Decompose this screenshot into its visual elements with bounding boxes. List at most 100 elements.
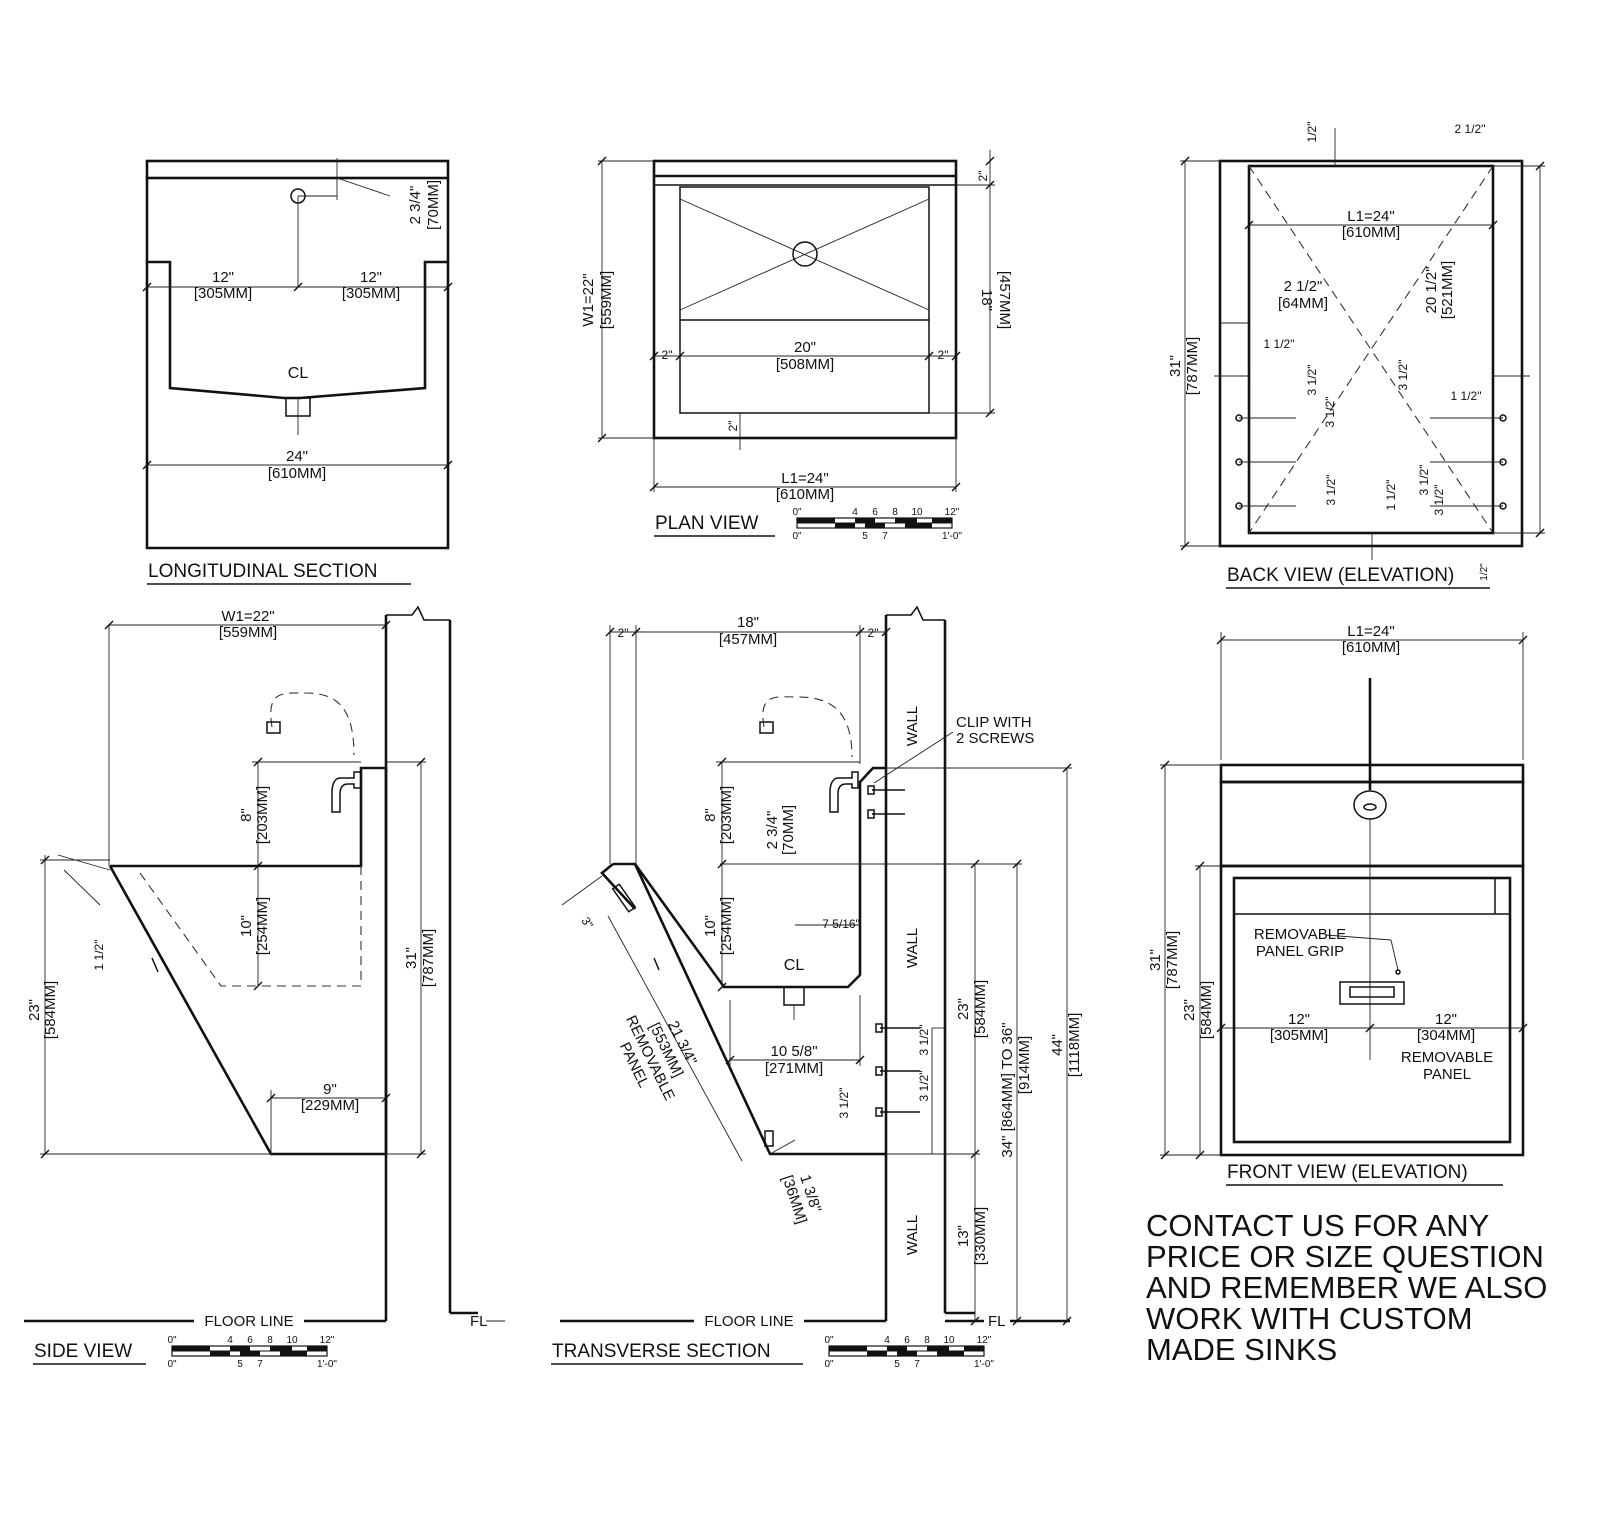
front-top-rim — [1219, 763, 1525, 784]
back-l1-dim-mm: [610MM] — [1342, 224, 1400, 241]
plan-w1-dim-mm: [559MM] — [598, 271, 615, 329]
back-31-dim-mm: [787MM] — [1184, 337, 1201, 395]
transverse-13-dim-mm: [330MM] — [972, 1207, 989, 1265]
side-10-dim-mm: [254MM] — [254, 897, 271, 955]
scale-bar-bottom-label: 7 — [914, 1359, 920, 1370]
side-1-half-dim: 1 1/2" — [92, 940, 106, 971]
contact-line: MADE SINKS — [1146, 1332, 1338, 1367]
transverse-8-dim-mm: [203MM] — [718, 786, 735, 844]
scale-bar-bottom-label: 0" — [824, 1359, 834, 1370]
contact-note: CONTACT US FOR ANY PRICE OR SIZE QUESTIO… — [1146, 1210, 1586, 1365]
side-10-dim: 10" — [238, 915, 255, 937]
screw-spacing-dim-2: 3 1/2" — [917, 1071, 931, 1102]
scale-bar-bottom-label: 5 — [862, 531, 868, 542]
front-31-dim: 31" — [1147, 949, 1164, 971]
back-spacing-dim-4: 3 1/2" — [1396, 360, 1410, 391]
back-spacing-dim-6: 3 1/2" — [1432, 485, 1446, 516]
front-l1-dim: L1=24" — [1347, 623, 1394, 640]
height-range-dim: 34" [864MM] TO 36" — [999, 1022, 1016, 1157]
front-backsplash — [1219, 780, 1525, 868]
contact-line: AND REMEMBER WE ALSO — [1146, 1270, 1548, 1305]
side-8-dim: 8" — [238, 808, 255, 822]
longitudinal-depth-dim: 2 3/4" — [407, 186, 424, 225]
scale-bar-top-label: 0" — [824, 1335, 834, 1346]
scale-bar-top-label: 4 — [884, 1335, 890, 1346]
panel-grip-label-2: PANEL GRIP — [1256, 943, 1344, 960]
transverse-18-dim: 18" — [737, 614, 759, 631]
transverse-3-dim: 3" — [579, 914, 597, 931]
scale-bar-segment — [855, 518, 875, 523]
scale-bar-segment — [937, 1351, 964, 1356]
scale-bar-segment — [964, 1346, 984, 1351]
scale-bar-top-label: 10 — [943, 1335, 955, 1346]
transverse-centerline-symbol: CL — [784, 957, 805, 974]
back-spacing-dim-2: 3 1/2" — [1323, 397, 1337, 428]
transverse-1058-dim: 10 5/8" — [770, 1043, 817, 1060]
scale-bar-segment — [865, 523, 885, 528]
plan-20-dim: 20" — [794, 339, 816, 356]
transverse-1058-dim-mm: [271MM] — [765, 1060, 823, 1077]
scale-bar-top-label: 0" — [792, 507, 802, 518]
back-left-dim-mm: [64MM] — [1278, 295, 1328, 312]
front-23-dim: 23" — [1181, 999, 1198, 1021]
back-outer-outline — [1218, 159, 1524, 548]
plan-l1-dim-mm: [610MM] — [776, 486, 834, 503]
back-31-dim: 31" — [1167, 355, 1184, 377]
longitudinal-width-dim: 24" — [286, 448, 308, 465]
scale-bar-top-label: 8 — [892, 507, 898, 518]
scale-bar-segment — [270, 1346, 292, 1351]
scale-bar-top-label: 12" — [945, 507, 960, 518]
wall-label-top: WALL — [904, 706, 921, 746]
back-corner-dim: 2 1/2" — [1455, 122, 1486, 136]
transverse-8-dim: 8" — [702, 808, 719, 822]
contact-line: CONTACT US FOR ANY — [1146, 1208, 1490, 1243]
plan-top-dim: 2" — [976, 171, 990, 182]
back-height-dim-mm: [521MM] — [1439, 261, 1456, 319]
plan-outer-outline — [652, 159, 958, 440]
transverse-floor-line-label: FLOOR LINE — [704, 1313, 793, 1330]
longitudinal-top-rim — [145, 159, 450, 180]
side-w1-dim-mm: [559MM] — [219, 624, 277, 641]
contact-line: PRICE OR SIZE QUESTION — [1146, 1239, 1544, 1274]
back-half-dim: 1/2" — [1305, 122, 1319, 143]
scale-bar-top-label: 4 — [227, 1335, 233, 1346]
longitudinal-centerline-symbol: CL — [288, 365, 309, 382]
plan-side-right-dim: 2" — [938, 348, 949, 362]
longitudinal-left-dim-mm: [305MM] — [194, 285, 252, 302]
scale-bar-segment — [927, 1346, 949, 1351]
transverse-23-dim-mm: [584MM] — [972, 980, 989, 1038]
scale-bar-segment — [172, 1346, 210, 1351]
back-inner-panel — [1247, 164, 1495, 535]
transverse-234-dim-mm: [70MM] — [780, 805, 797, 855]
side-23-dim-mm: [584MM] — [42, 981, 59, 1039]
front-removable-panel — [1232, 876, 1512, 1144]
transverse-fl-label: FL — [988, 1313, 1006, 1330]
clip-label-line-1: CLIP WITH — [956, 714, 1032, 731]
scale-bar-bottom-label: 7 — [257, 1359, 263, 1370]
transverse-section-view: 2" 2" 18" [457MM] CLIP WITH 2 SCREWS WAL… — [551, 605, 1083, 1370]
height-range-dim-mm: [914MM] — [1016, 1036, 1033, 1094]
scale-bar-bottom-label: 5 — [894, 1359, 900, 1370]
panel-grip-icon — [1339, 981, 1405, 1005]
back-edge-dim-c: 1 1/2" — [1384, 480, 1398, 511]
back-view-title: BACK VIEW (ELEVATION) — [1227, 565, 1454, 586]
front-right-dim: 12" — [1435, 1011, 1457, 1028]
front-23-dim-mm: [584MM] — [1198, 981, 1215, 1039]
wall-screw-icon — [867, 785, 920, 1117]
plan-view-title: PLAN VIEW — [655, 513, 759, 534]
plan-18-dim: 18" — [978, 289, 995, 311]
transverse-sink-body — [613, 862, 886, 1156]
transverse-18-dim-mm: [457MM] — [719, 631, 777, 648]
transverse-10-dim-mm: [254MM] — [718, 897, 735, 955]
front-removable-panel-label-2: PANEL — [1423, 1066, 1471, 1083]
plan-20-dim-mm: [508MM] — [776, 356, 834, 373]
longitudinal-right-dim-mm: [305MM] — [342, 285, 400, 302]
transverse-faucet-body — [829, 771, 859, 813]
front-l1-dim-mm: [610MM] — [1342, 639, 1400, 656]
front-cabinet — [1219, 864, 1525, 1157]
plan-drain-icon — [792, 241, 818, 267]
scale-bar-top-label: 10 — [286, 1335, 298, 1346]
side-view-title: SIDE VIEW — [34, 1341, 132, 1362]
scale-bar-top-label: 6 — [247, 1335, 253, 1346]
front-view-title: FRONT VIEW (ELEVATION) — [1227, 1162, 1468, 1183]
